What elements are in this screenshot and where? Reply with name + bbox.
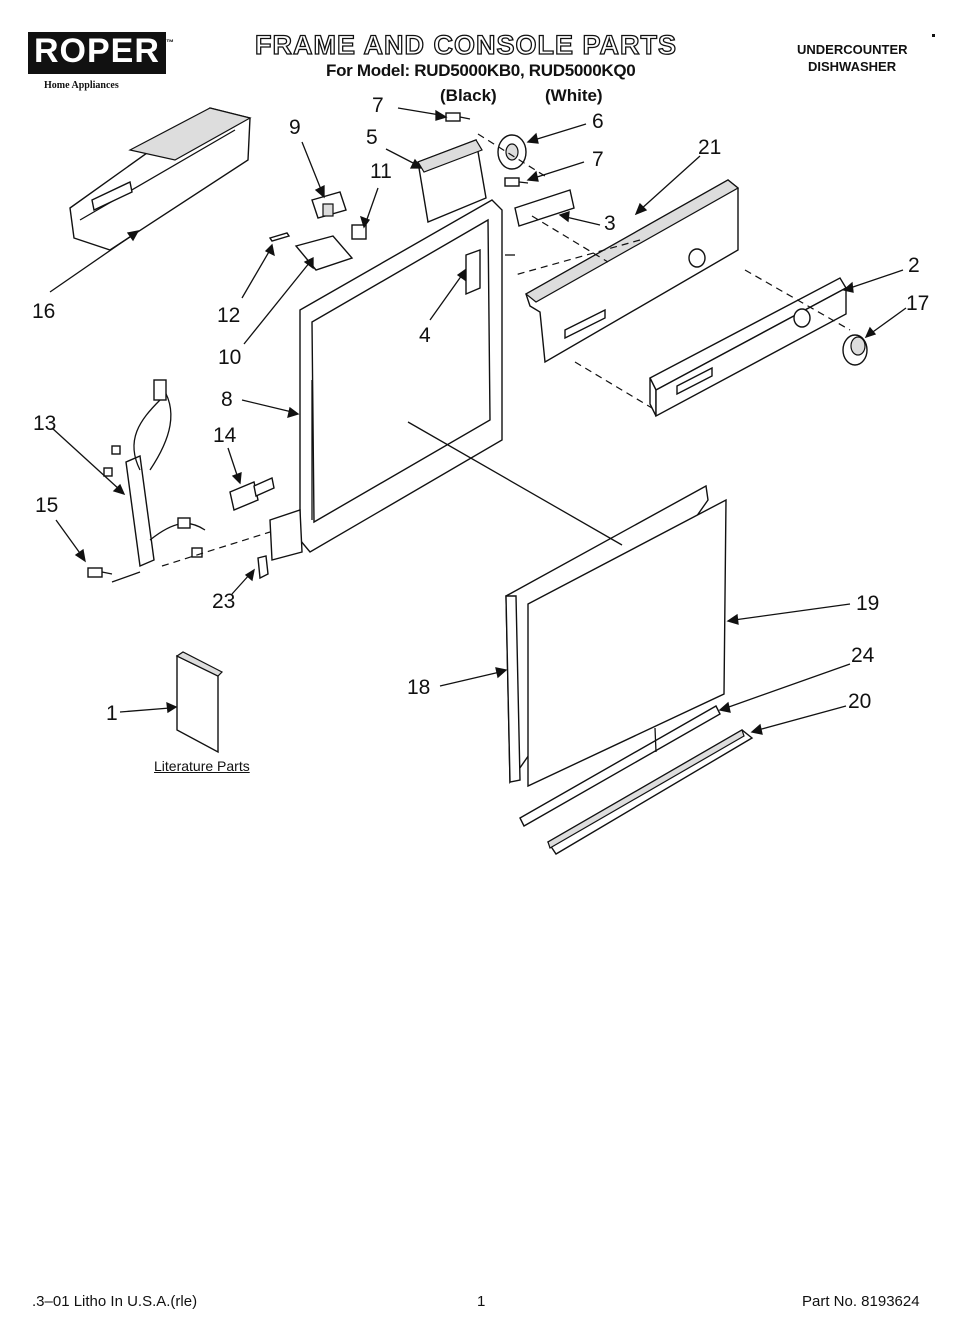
part-6-knob [497,134,527,170]
callout-2: 2 [908,254,920,277]
part-1-literature [175,651,224,754]
product-type-line2: DISHWASHER [808,59,897,74]
part-3-switch [514,189,575,227]
logo-underline [28,70,166,74]
part-4-latch [465,249,481,296]
page-number: 1 [477,1293,486,1310]
footer-print-info: .3–01 Litho In U.S.A.(rle) [32,1293,198,1310]
product-type-line1: UNDERCOUNTER [797,42,908,57]
part-20-trim [547,729,754,855]
part-10-holder [294,235,354,271]
callout-24: 24 [851,644,875,667]
callout-8: 8 [221,388,233,411]
callout-12: 12 [217,304,241,327]
trademark-symbol: ™ [166,38,174,47]
callout-6: 6 [592,110,604,133]
callout-1: 1 [106,702,118,725]
corner-mark [932,34,935,37]
callout-9: 9 [289,116,301,139]
callout-17: 17 [906,292,930,315]
part-21-console [524,179,740,364]
callout-5: 5 [366,126,378,149]
part-8-frame [269,199,503,561]
callout-21: 21 [698,136,722,159]
part-7-screw-top [445,112,471,122]
part-14-connector [229,477,275,511]
literature-parts-label: Literature Parts [154,758,250,774]
callout-15: 15 [35,494,59,517]
part-number: Part No. 8193624 [802,1293,920,1310]
color-white-label: (White) [545,86,603,105]
callout-7-mid: 7 [592,148,604,171]
callout-7-top: 7 [372,94,384,117]
page-title: FRAME AND CONSOLE PARTS [254,29,678,60]
part-24-trim [519,705,721,827]
callout-16: 16 [32,300,56,323]
callout-23: 23 [212,590,236,613]
callout-18: 18 [407,676,431,699]
callout-3: 3 [604,212,616,235]
part-13-harness [103,379,206,568]
callout-13: 13 [33,412,57,435]
part-12-clip [268,232,291,242]
part-2-panel [649,277,847,418]
part-16-bracket [69,107,252,251]
part-17-knob [842,334,868,366]
callout-20: 20 [848,690,872,713]
callout-14: 14 [213,424,237,447]
callout-10: 10 [218,346,242,369]
color-black-label: (Black) [440,86,497,105]
part-9-switch [311,191,367,240]
part-19-door-panel [527,498,727,788]
part-15-screw [87,567,113,578]
brand-subtitle: Home Appliances [44,80,119,91]
part-23-clip [257,555,269,580]
callout-19: 19 [856,592,880,615]
roper-logo: ROPER [28,32,166,70]
part-7-screw-mid [504,177,529,187]
part-5-timer [417,139,487,223]
model-line: For Model: RUD5000KB0, RUD5000KQ0 [326,61,636,80]
callout-4: 4 [419,324,431,347]
callout-11: 11 [370,160,392,183]
